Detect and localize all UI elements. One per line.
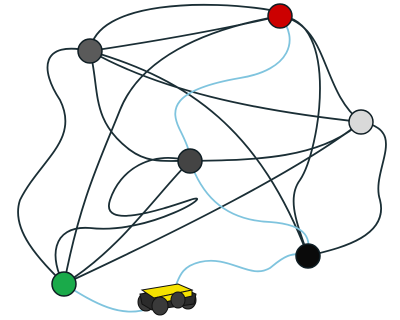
- edge-lightgray-green: [63, 121, 362, 285]
- edge-gray-red-top-loop: [89, 3, 271, 52]
- node-black-bottom-right[interactable]: [295, 243, 321, 269]
- edge-gray-center-loop: [89, 50, 191, 162]
- highlight-black-to-robot: [169, 253, 309, 296]
- node-dark-gray-center[interactable]: [177, 148, 203, 174]
- node-light-gray-right[interactable]: [348, 109, 374, 135]
- nodes-layer: [51, 3, 374, 297]
- robot-wheel: [170, 291, 186, 309]
- edge-red-right-loop-to-black: [279, 15, 321, 257]
- node-red[interactable]: [267, 3, 293, 29]
- edge-red-to-green: [63, 15, 281, 285]
- highlight-red-to-center: [174, 15, 291, 162]
- highlighted-path: [63, 15, 310, 313]
- edges-layer: [17, 3, 387, 285]
- edge-red-lightgray: [279, 15, 362, 123]
- rover-robot-icon: [137, 283, 197, 316]
- edge-gray-lightgray: [89, 50, 362, 123]
- node-dark-gray-top-left[interactable]: [77, 38, 103, 64]
- robot-wheel: [151, 296, 169, 316]
- edge-gray-black: [89, 50, 309, 257]
- highlight-center-to-black: [189, 160, 310, 257]
- edge-green-center-loop: [63, 160, 191, 285]
- edge-center-left-loop: [54, 157, 198, 285]
- highlight-green-to-robot: [63, 283, 151, 313]
- edge-lightgray-black: [307, 121, 387, 257]
- node-green-bottom-left[interactable]: [51, 271, 77, 297]
- edge-gray-left-loop: [17, 47, 91, 285]
